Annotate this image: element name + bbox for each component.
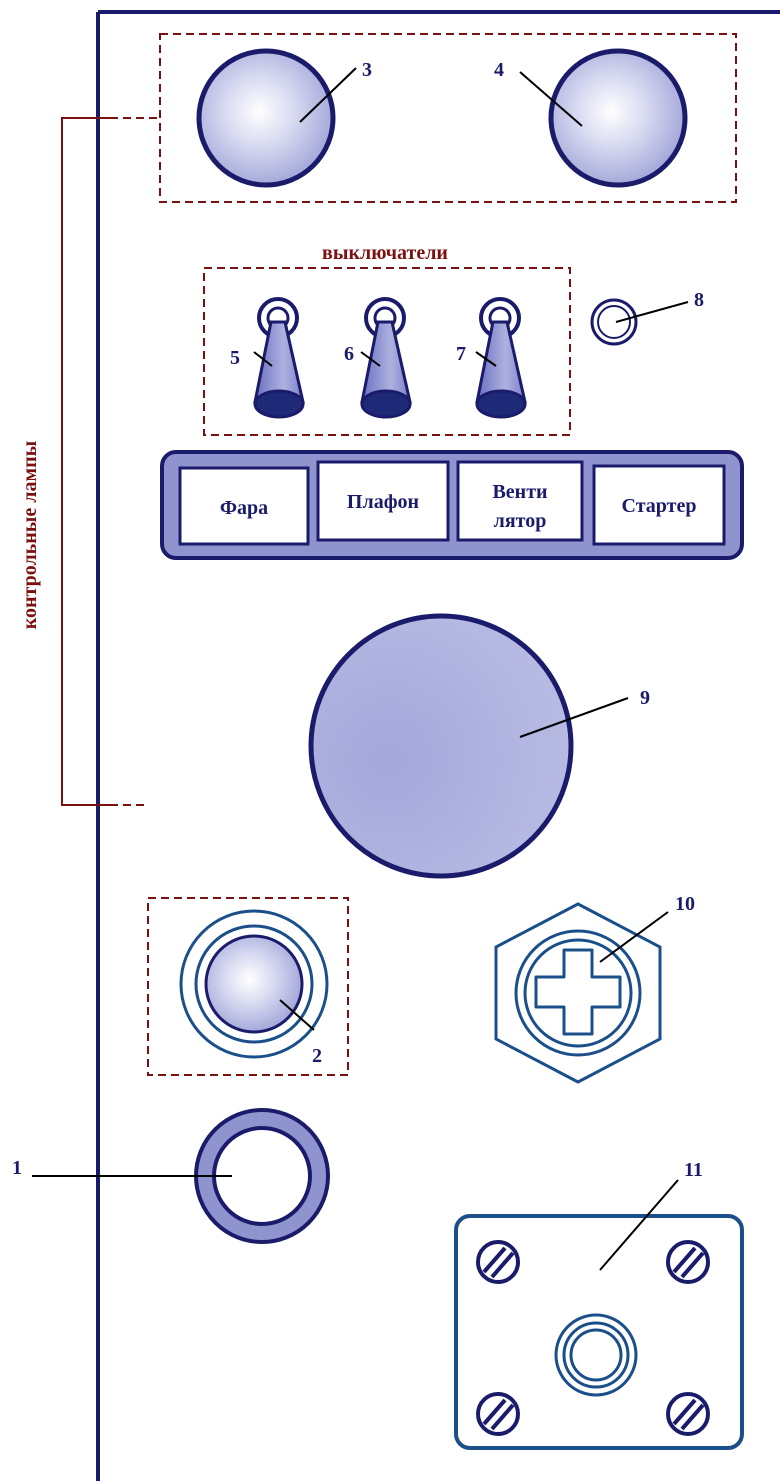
button-ceiling-light[interactable]: Плафон	[316, 460, 450, 542]
lamp-4	[548, 48, 688, 188]
lamp-3	[196, 48, 336, 188]
hex-nut-10	[494, 902, 662, 1084]
large-gauge-9	[308, 613, 574, 879]
toggle-switch-6[interactable]	[360, 297, 412, 419]
callout-1: 1	[12, 1157, 22, 1179]
svg-text:Плафон: Плафон	[347, 491, 419, 513]
plate-screw-top-left	[476, 1240, 520, 1284]
indicator-8	[590, 298, 638, 346]
panel-frame	[96, 10, 780, 1481]
toggle-switch-5[interactable]	[253, 297, 305, 419]
lamp-2-box	[147, 897, 349, 1076]
callout-6: 6	[344, 343, 354, 365]
callout-4: 4	[494, 59, 504, 81]
callout-9: 9	[640, 687, 650, 709]
button-headlight[interactable]: Фара	[178, 466, 310, 546]
plate-screw-bottom-left	[476, 1392, 520, 1436]
plate-screw-bottom-right	[666, 1392, 710, 1436]
callout-7: 7	[456, 343, 466, 365]
control-lamps-label: контрольные лампы	[19, 440, 41, 629]
toggle-switch-7[interactable]	[475, 297, 527, 419]
socket-ring-1	[194, 1108, 330, 1244]
svg-text:Венти: Венти	[492, 481, 547, 503]
callout-2: 2	[312, 1045, 322, 1067]
callout-11: 11	[684, 1159, 703, 1181]
callout-3: 3	[362, 59, 372, 81]
callout-8: 8	[694, 289, 704, 311]
control-lamps-wiring	[61, 117, 160, 806]
svg-text:Стартер: Стартер	[622, 495, 697, 517]
callout-5: 5	[230, 347, 240, 369]
callout-10: 10	[675, 893, 695, 915]
svg-text:Фара: Фара	[220, 497, 268, 519]
lamps-3-4-box	[159, 33, 737, 203]
switches-box	[203, 267, 571, 436]
plate-screw-top-right	[666, 1240, 710, 1284]
button-starter[interactable]: Стартер	[592, 464, 726, 546]
switches-label: выключатели	[322, 242, 448, 264]
button-fan[interactable]: Венти лятор	[456, 460, 584, 542]
lamp-2	[179, 909, 329, 1059]
svg-text:лятор: лятор	[494, 510, 547, 532]
